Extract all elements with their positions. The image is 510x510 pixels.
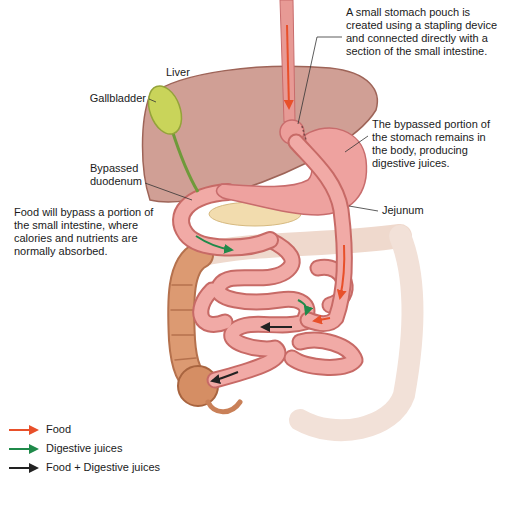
flow-arrows: [196, 25, 344, 381]
leader-line: [349, 206, 378, 211]
esophagus: [280, 0, 295, 122]
leader-line: [298, 37, 342, 124]
appendix: [208, 402, 240, 412]
legend-arrow: [8, 462, 40, 474]
legend-arrow: [8, 424, 40, 436]
callout-label: A small stomach pouch is created using a…: [346, 6, 504, 58]
food-arrow: [287, 25, 289, 108]
loop: [292, 340, 355, 367]
loop: [215, 322, 305, 380]
legend-arrow-line: [9, 429, 37, 431]
legend-row: Digestive juices: [8, 442, 122, 455]
bile-duct: [172, 130, 198, 192]
legend-arrow-line: [9, 467, 37, 469]
legend-text: Food + Digestive juices: [46, 461, 160, 474]
leader-line: [145, 183, 192, 200]
mixed-arrow: [212, 372, 238, 381]
colon-faded: [200, 236, 413, 430]
legend-arrow: [8, 443, 40, 455]
food-arrow: [340, 245, 344, 298]
callout-label: Jejunum: [382, 204, 472, 217]
legend-arrow-line: [9, 448, 37, 450]
mixed-arrow: [262, 326, 292, 328]
juice-arrow: [196, 236, 232, 250]
callout-label: Liver: [166, 66, 226, 79]
loop: [201, 290, 225, 324]
leader-lines: [145, 37, 378, 211]
jejunum: [296, 142, 344, 324]
loop: [292, 340, 355, 367]
callout-label: Gallbladder: [50, 92, 146, 105]
leader-line: [149, 99, 156, 102]
food-arrow: [314, 318, 330, 321]
colon-haustra: [171, 285, 196, 360]
callout-label: Bypassed duodenum: [90, 162, 172, 188]
juice-arrow: [298, 300, 307, 314]
leader-line: [345, 136, 368, 152]
legend-text: Digestive juices: [46, 442, 122, 455]
callout-label: The bypassed portion of the stomach rema…: [372, 118, 504, 170]
callout-label: Food will bypass a portion of the small …: [14, 206, 160, 258]
jejunum-outline: [296, 142, 344, 324]
legend-row: Food: [8, 423, 71, 436]
legend-text: Food: [46, 423, 71, 436]
gallbladder: [142, 81, 187, 138]
legend-row: Food + Digestive juices: [8, 461, 160, 474]
